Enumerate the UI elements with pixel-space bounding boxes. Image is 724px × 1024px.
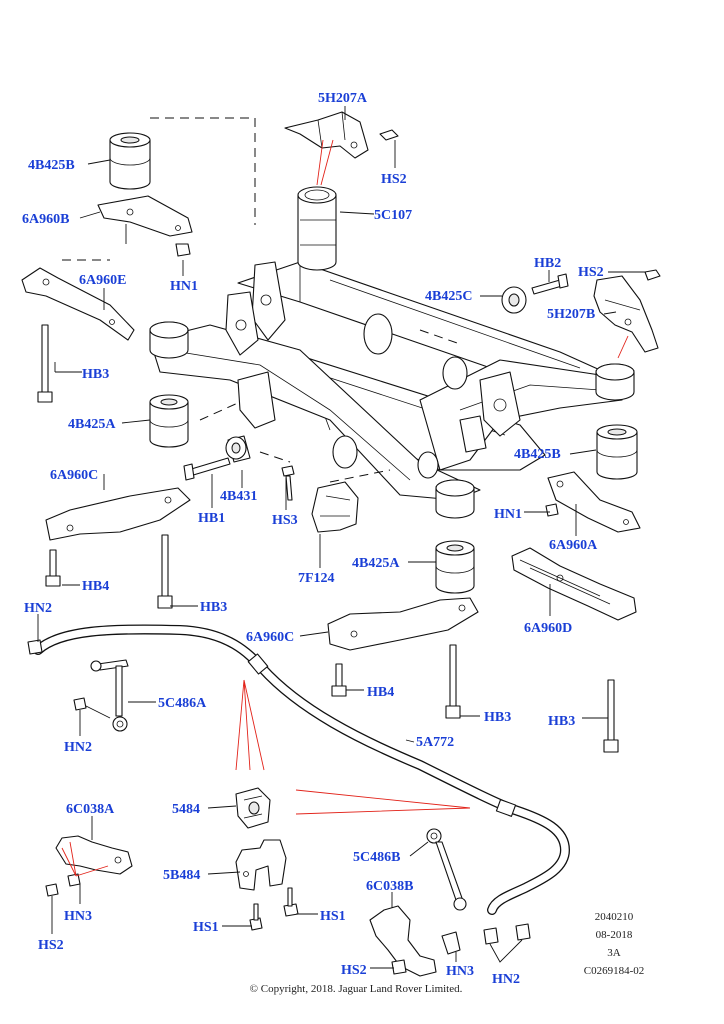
label-hs2-bottom-left: HS2 <box>38 938 64 953</box>
label-4b425b-left: 4B425B <box>28 158 75 173</box>
bolt-hs1-left <box>249 903 263 931</box>
label-6a960c-left: 6A960C <box>50 468 98 483</box>
label-5h207b: 5H207B <box>547 307 595 322</box>
bolt-hb4-left <box>45 549 61 587</box>
alignment-lines <box>61 139 629 877</box>
bracket-7f124 <box>311 481 359 533</box>
label-5c107: 5C107 <box>374 208 412 223</box>
bolt-hs3 <box>281 465 295 501</box>
bush-5484 <box>235 787 271 829</box>
copyright-notice: © Copyright, 2018. Jaguar Land Rover Lim… <box>250 983 463 995</box>
clamp-5b484 <box>235 839 287 891</box>
label-7f124: 7F124 <box>298 571 335 586</box>
plate-6a960c-mid <box>327 597 479 651</box>
bolt-hb2 <box>531 273 569 295</box>
label-4b425a-left: 4B425A <box>68 417 116 432</box>
label-4b425a-mid: 4B425A <box>352 556 400 571</box>
label-hs2-top: HS2 <box>381 172 407 187</box>
drawing-sheet: 3A <box>607 947 621 959</box>
label-6c038b: 6C038B <box>366 879 413 894</box>
plate-6a960a <box>547 471 641 533</box>
label-hs2-right: HS2 <box>578 265 604 280</box>
label-6a960d: 6A960D <box>524 621 572 636</box>
label-hb4-left: HB4 <box>82 579 109 594</box>
callout-labels: 5H207A HS2 4B425B 5C107 6A960B HN1 6A960… <box>22 91 604 987</box>
label-hn1-right: HN1 <box>494 507 522 522</box>
label-5b484: 5B484 <box>163 868 200 883</box>
bracket-5h207b <box>593 269 661 353</box>
label-5c486a: 5C486A <box>158 696 207 711</box>
label-5h207a: 5H207A <box>318 91 368 106</box>
label-5c486b: 5C486B <box>353 850 400 865</box>
label-6a960b: 6A960B <box>22 212 69 227</box>
label-6c038a: 6C038A <box>66 802 115 817</box>
nut-hn1-right <box>545 503 559 517</box>
nut-hs2-br <box>391 959 407 975</box>
bolt-hs1-right <box>283 887 299 917</box>
drop-link-5c486a <box>90 659 129 732</box>
label-hs1-left: HS1 <box>193 920 219 935</box>
plate-6a960c-left <box>45 487 191 541</box>
nut-hn2-link <box>73 697 111 719</box>
drawing-code: 2040210 <box>595 911 634 923</box>
label-4b431: 4B431 <box>220 489 257 504</box>
label-6a960c-mid: 6A960C <box>246 630 294 645</box>
dashed-guides <box>62 117 461 483</box>
bolt-hb3-left <box>37 324 53 403</box>
label-hn2-link: HN2 <box>64 740 92 755</box>
label-hb3-left: HB3 <box>82 367 109 382</box>
drawing-reference: C0269184-02 <box>584 965 645 977</box>
bush-4b431 <box>225 435 251 463</box>
bush-4b425a-left <box>149 394 189 448</box>
label-4b425b-right: 4B425B <box>514 447 561 462</box>
bracket-5h207a <box>284 111 399 159</box>
label-hn2-left: HN2 <box>24 601 52 616</box>
bush-4b425c <box>501 286 527 314</box>
bush-4b425a-mid <box>435 540 475 594</box>
bush-4b425b-left <box>109 132 151 190</box>
label-hn3-left: HN3 <box>64 909 92 924</box>
drawing-date: 08-2018 <box>596 929 633 941</box>
label-hb3-mid: HB3 <box>484 710 511 725</box>
label-5484: 5484 <box>172 802 200 817</box>
nut-hs2-bl <box>45 883 59 897</box>
plate-6a960e <box>21 267 135 341</box>
label-hs2-bottom-right: HS2 <box>341 963 367 978</box>
label-hs1-right: HS1 <box>320 909 346 924</box>
label-hs3: HS3 <box>272 513 298 528</box>
bolt-hb1 <box>183 457 231 481</box>
anti-roll-bar-5a772 <box>33 624 571 915</box>
bush-4b425b-right <box>596 424 638 480</box>
label-6a960e: 6A960E <box>79 273 126 288</box>
plate-6a960b <box>97 195 193 237</box>
rear-subframe <box>149 186 635 519</box>
bracket-6c038a <box>55 835 133 887</box>
label-hb1: HB1 <box>198 511 225 526</box>
plate-6a960d <box>511 547 637 621</box>
label-hn1-top: HN1 <box>170 279 198 294</box>
label-hb4-mid: HB4 <box>367 685 394 700</box>
bolt-hb3-mid-left <box>157 534 173 609</box>
label-6a960a: 6A960A <box>549 538 598 553</box>
label-hb3-far: HB3 <box>548 714 575 729</box>
bolt-hb3-far <box>603 679 619 753</box>
label-5a772: 5A772 <box>416 735 454 750</box>
label-hb2: HB2 <box>534 256 561 271</box>
bolt-hb4-mid <box>331 663 347 697</box>
nut-hn2-left <box>27 639 43 655</box>
label-hn2-bottom-right: HN2 <box>492 972 520 987</box>
label-4b425c: 4B425C <box>425 289 472 304</box>
label-hn3-right: HN3 <box>446 964 474 979</box>
leader-lines <box>37 106 646 969</box>
nut-hn2-br <box>483 923 531 945</box>
nut-hn1-top <box>175 243 191 257</box>
drop-link-5c486b <box>426 828 467 911</box>
label-hb3-mid-left: HB3 <box>200 600 227 615</box>
bolt-hb3-mid <box>445 644 461 719</box>
bracket-6c038b <box>369 905 461 977</box>
drawing-info-block: 2040210 08-2018 3A C0269184-02 © Copyrig… <box>250 911 645 995</box>
